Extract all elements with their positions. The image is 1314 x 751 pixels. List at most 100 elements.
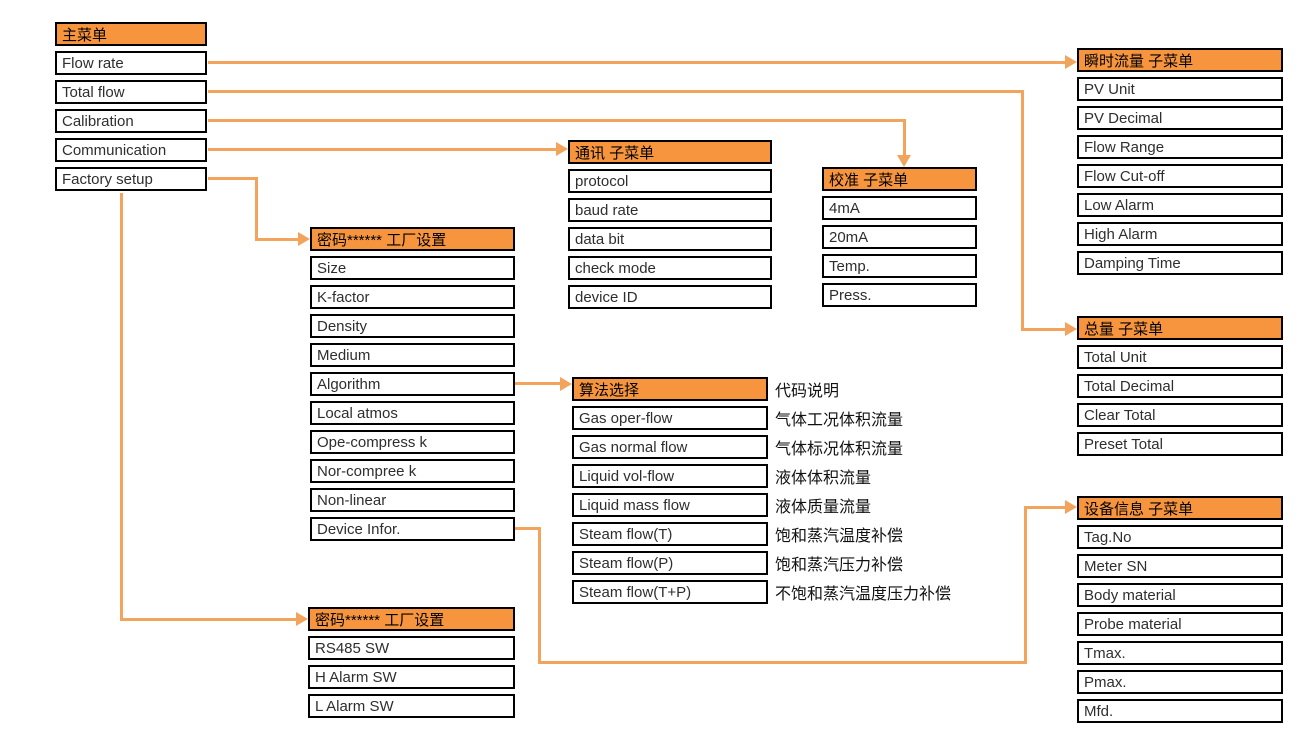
menu-item: Pmax.: [1077, 670, 1283, 694]
menu-item: Local atmos: [310, 401, 515, 425]
algo-desc: 液体质量流量: [775, 499, 872, 516]
algo-desc: 液体体积流量: [775, 470, 872, 487]
menu-item: Non-linear: [310, 488, 515, 512]
connector-line: [120, 193, 123, 621]
menu-item-total-flow: Total flow: [55, 80, 207, 104]
menu-item: Gas oper-flow: [572, 406, 768, 430]
algo-desc: 饱和蒸汽温度补偿: [775, 528, 904, 545]
calibration-submenu-box: 校准 子菜单 4mA 20mA Temp. Press.: [822, 167, 977, 312]
menu-item: Tag.No: [1077, 525, 1283, 549]
arrowhead-down-icon: [897, 155, 911, 167]
connector-line: [1021, 90, 1024, 331]
menu-item: data bit: [568, 227, 772, 251]
menu-item: Liquid mass flow: [572, 493, 768, 517]
menu-item-calibration: Calibration: [55, 109, 207, 133]
submenu-header: 总量 子菜单: [1077, 316, 1283, 340]
instant-flow-submenu-box: 瞬时流量 子菜单 PV Unit PV Decimal Flow Range F…: [1077, 48, 1283, 280]
menu-item: Size: [310, 256, 515, 280]
communication-submenu-box: 通讯 子菜单 protocol baud rate data bit check…: [568, 140, 772, 314]
submenu-header: 瞬时流量 子菜单: [1077, 48, 1283, 72]
arrowhead-right-icon: [296, 612, 308, 626]
menu-item: Meter SN: [1077, 554, 1283, 578]
menu-item: Flow Cut-off: [1077, 164, 1283, 188]
menu-item: Total Decimal: [1077, 374, 1283, 398]
submenu-header: 校准 子菜单: [822, 167, 977, 191]
menu-item: PV Decimal: [1077, 106, 1283, 130]
arrowhead-right-icon: [1065, 322, 1077, 336]
submenu-header: 密码****** 工厂设置: [310, 227, 515, 251]
algo-desc: 饱和蒸汽压力补偿: [775, 557, 904, 574]
menu-item-algorithm: Algorithm: [310, 372, 515, 396]
menu-item: Steam flow(P): [572, 551, 768, 575]
menu-item: Ope-compress k: [310, 430, 515, 454]
menu-item: Press.: [822, 283, 977, 307]
factory-setup-submenu-box: 密码****** 工厂设置 Size K-factor Density Medi…: [310, 227, 515, 546]
arrowhead-right-icon: [560, 377, 572, 391]
connector-line: [1024, 506, 1065, 509]
connector-line: [515, 382, 560, 385]
connector-line: [208, 148, 556, 151]
menu-item: Density: [310, 314, 515, 338]
arrowhead-right-icon: [298, 232, 310, 246]
connector-line: [255, 238, 298, 241]
submenu-header: 设备信息 子菜单: [1077, 496, 1283, 520]
menu-item: Medium: [310, 343, 515, 367]
menu-item: L Alarm SW: [308, 694, 515, 718]
menu-item: Tmax.: [1077, 641, 1283, 665]
connector-line: [515, 527, 541, 530]
menu-item: Clear Total: [1077, 403, 1283, 427]
total-submenu-box: 总量 子菜单 Total Unit Total Decimal Clear To…: [1077, 316, 1283, 461]
connector-line: [903, 119, 906, 156]
menu-item: Mfd.: [1077, 699, 1283, 723]
menu-item: Low Alarm: [1077, 193, 1283, 217]
connector-line: [208, 177, 258, 180]
menu-item: check mode: [568, 256, 772, 280]
menu-item: Probe material: [1077, 612, 1283, 636]
connector-line: [1021, 328, 1065, 331]
main-menu-box: 主菜单 Flow rate Total flow Calibration Com…: [55, 22, 207, 196]
menu-item: baud rate: [568, 198, 772, 222]
connector-line: [208, 119, 906, 122]
menu-item: Damping Time: [1077, 251, 1283, 275]
menu-item: Temp.: [822, 254, 977, 278]
menu-item-device-infor: Device Infor.: [310, 517, 515, 541]
device-info-submenu-box: 设备信息 子菜单 Tag.No Meter SN Body material P…: [1077, 496, 1283, 728]
menu-item: Liquid vol-flow: [572, 464, 768, 488]
menu-item: Steam flow(T): [572, 522, 768, 546]
algorithm-submenu-box: 算法选择 Gas oper-flow Gas normal flow Liqui…: [572, 377, 768, 609]
connector-line: [1024, 506, 1027, 664]
connector-line: [538, 661, 1027, 664]
menu-item: Gas normal flow: [572, 435, 768, 459]
menu-item-communication: Communication: [55, 138, 207, 162]
arrowhead-right-icon: [1065, 55, 1077, 69]
arrowhead-right-icon: [556, 142, 568, 156]
connector-line: [255, 177, 258, 241]
menu-item: RS485 SW: [308, 636, 515, 660]
menu-item: High Alarm: [1077, 222, 1283, 246]
submenu-header: 通讯 子菜单: [568, 140, 772, 164]
menu-item: K-factor: [310, 285, 515, 309]
submenu-header: 密码****** 工厂设置: [308, 607, 515, 631]
menu-item-flow-rate: Flow rate: [55, 51, 207, 75]
algo-desc: 不饱和蒸汽温度压力补偿: [775, 586, 952, 603]
menu-item: protocol: [568, 169, 772, 193]
connector-line: [120, 618, 296, 621]
menu-item: H Alarm SW: [308, 665, 515, 689]
menu-item-factory-setup: Factory setup: [55, 167, 207, 191]
menu-item: Body material: [1077, 583, 1283, 607]
connector-line: [538, 527, 541, 664]
algo-desc: 气体工况体积流量: [775, 412, 904, 429]
submenu-header: 算法选择: [572, 377, 768, 401]
menu-item: 20mA: [822, 225, 977, 249]
menu-item: PV Unit: [1077, 77, 1283, 101]
main-menu-header: 主菜单: [55, 22, 207, 46]
menu-item: device ID: [568, 285, 772, 309]
menu-item: Flow Range: [1077, 135, 1283, 159]
algo-desc: 气体标况体积流量: [775, 441, 904, 458]
menu-item: Nor-compree k: [310, 459, 515, 483]
connector-line: [208, 90, 1024, 93]
algo-desc-header: 代码说明: [775, 383, 840, 400]
arrowhead-right-icon: [1065, 500, 1077, 514]
factory-switch-submenu-box: 密码****** 工厂设置 RS485 SW H Alarm SW L Alar…: [308, 607, 515, 723]
